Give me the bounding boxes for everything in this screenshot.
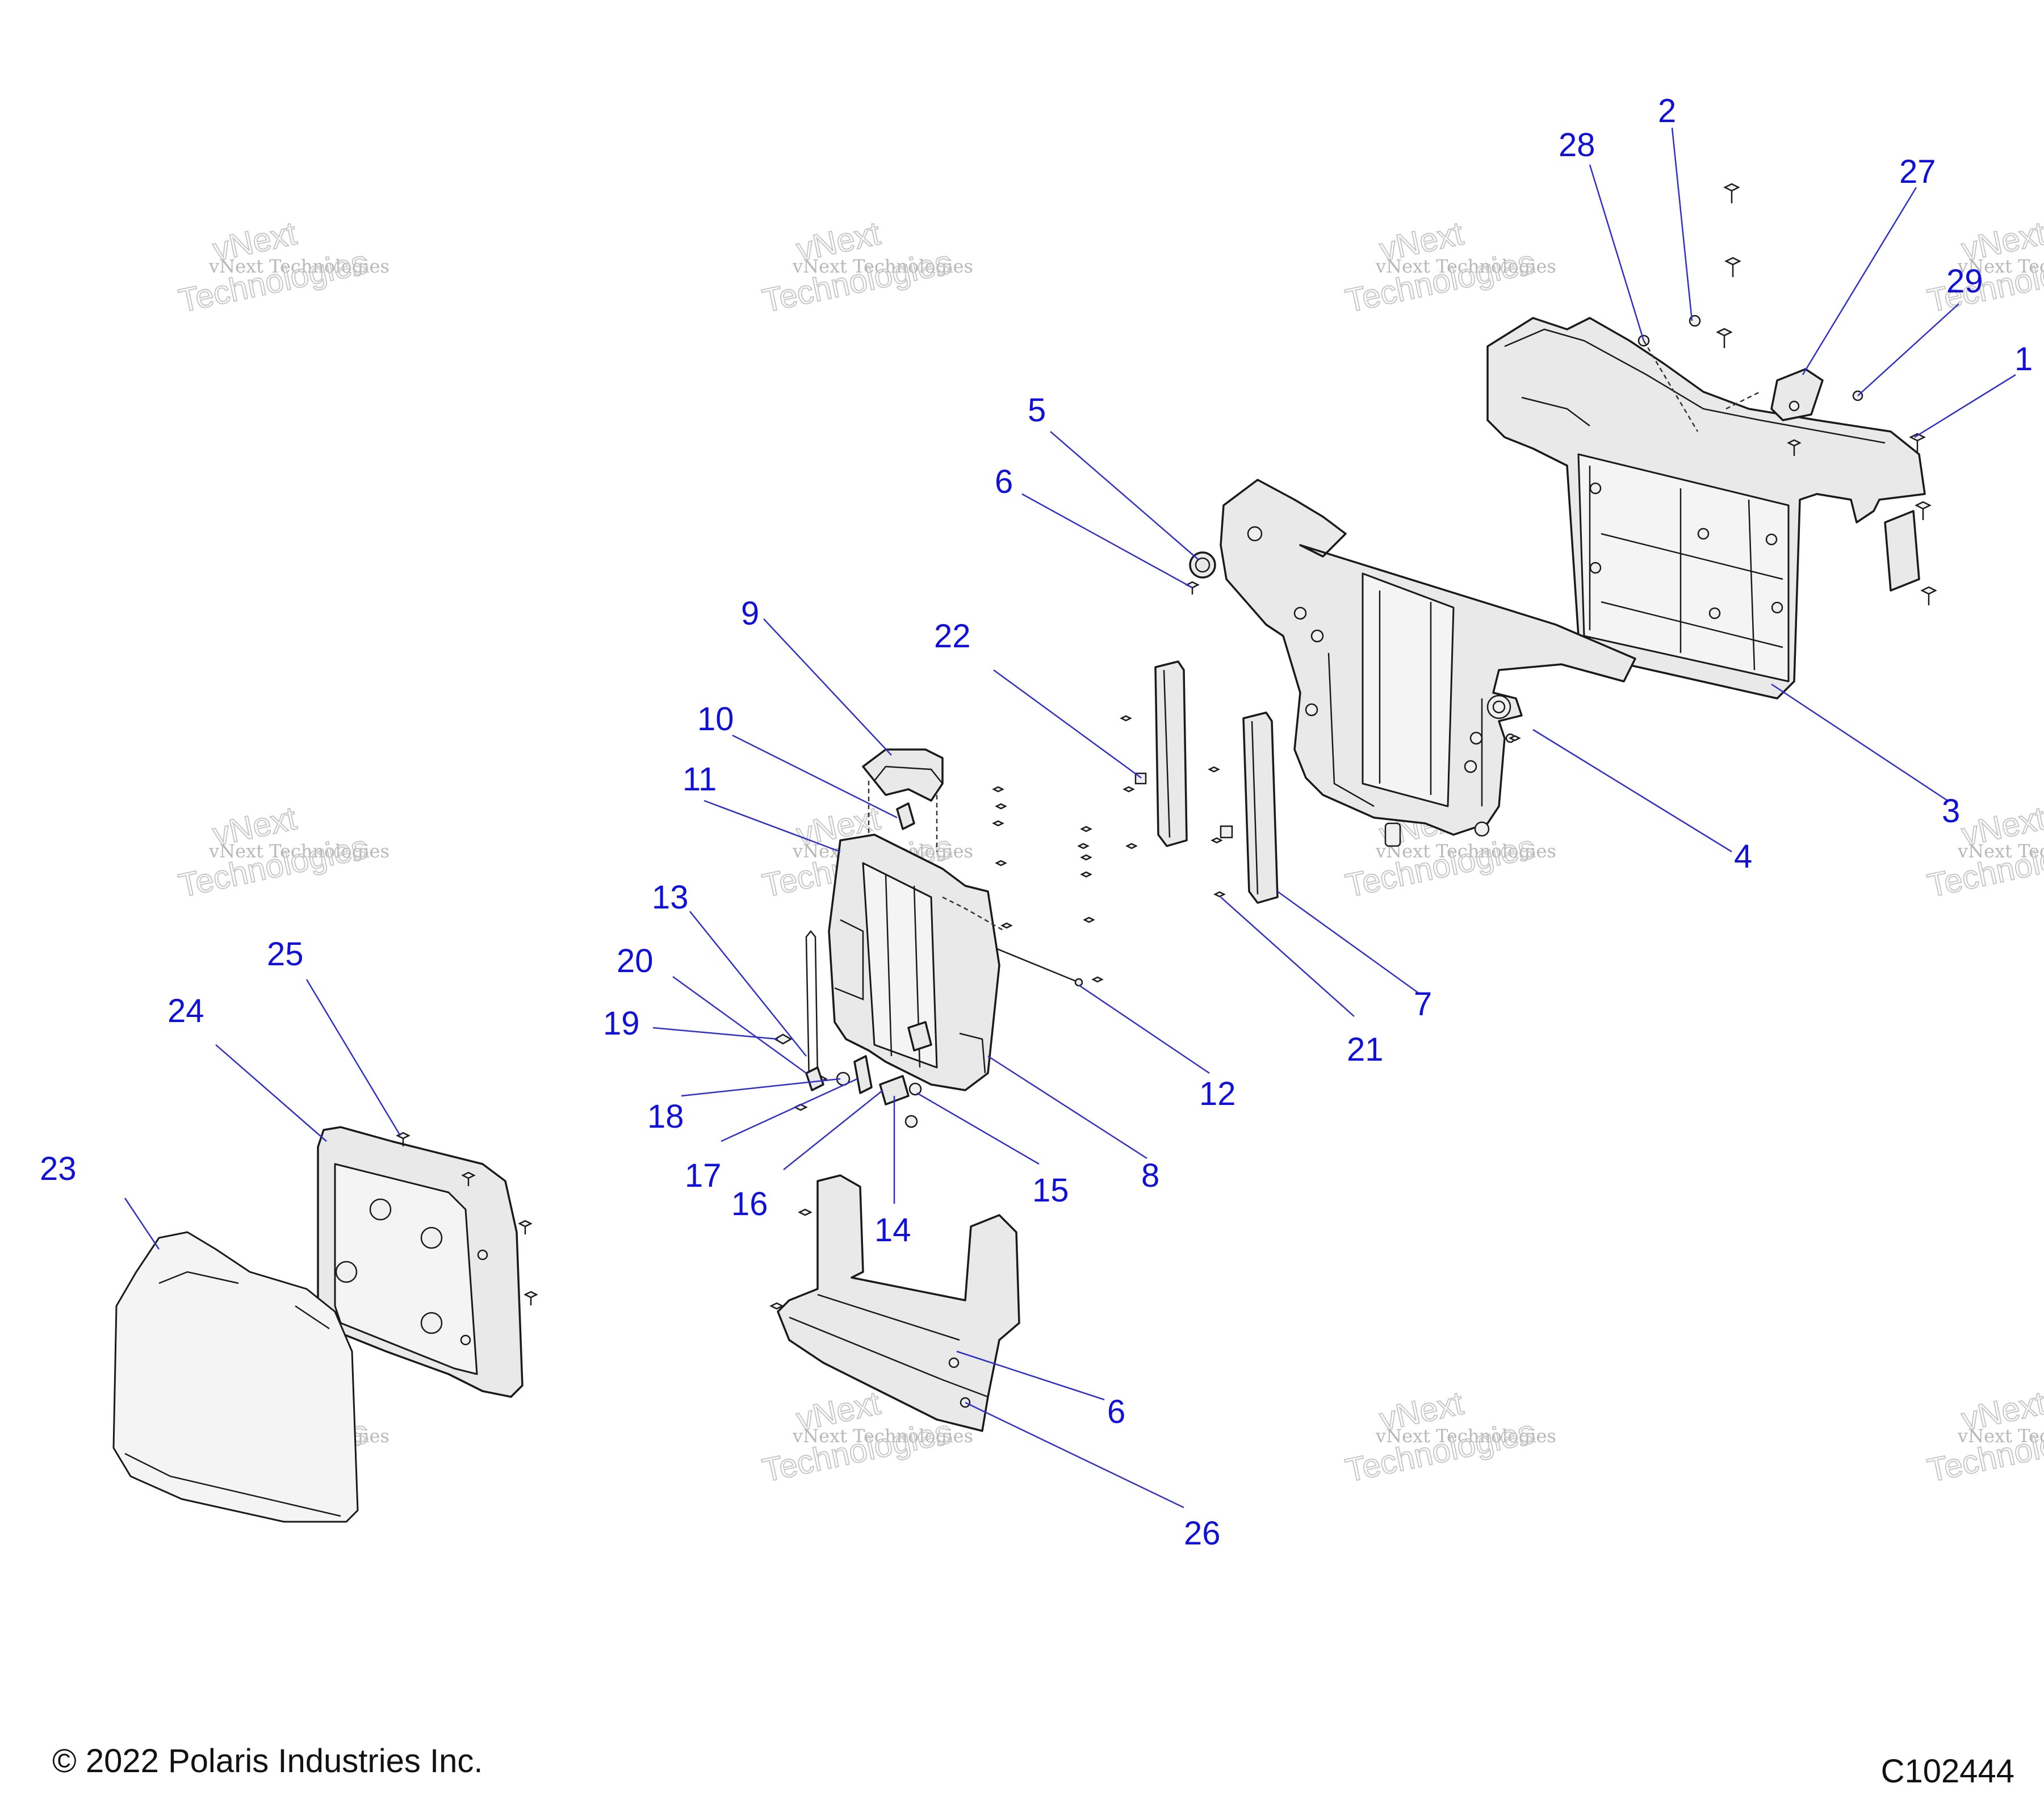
- leader-lines: [124, 127, 2016, 1509]
- svg-text:vNext Technologies: vNext Technologies: [208, 256, 389, 277]
- callout-21: 21: [1347, 1031, 1384, 1068]
- svg-text:vNext Technologies: vNext Technologies: [1957, 840, 2044, 862]
- callout-3: 3: [1942, 793, 1960, 830]
- lower-panel-26-part: [769, 1174, 1020, 1432]
- callout-20: 20: [617, 943, 654, 979]
- bump-stop-5-part: [1185, 551, 1216, 594]
- callout-12: 12: [1199, 1075, 1236, 1112]
- callout-23: 23: [40, 1150, 77, 1187]
- callout-4: 4: [1734, 838, 1752, 875]
- svg-text:vNext Technologies: vNext Technologies: [1957, 256, 2044, 277]
- svg-text:vNext Technologies: vNext Technologies: [1375, 840, 1556, 862]
- callout-8: 8: [1141, 1157, 1159, 1194]
- callouts: 1 2 3 4 5 6 7 8 9 10 11 12 13 14 15 16 1…: [40, 93, 2033, 1552]
- watermark: vNext vNext Technologies Technologies: [1342, 214, 1556, 320]
- fastener-screws-top: [1637, 183, 1937, 605]
- callout-13: 13: [652, 879, 689, 916]
- watermark: vNext vNext Technologies Technologies: [759, 214, 973, 320]
- callout-17: 17: [685, 1157, 722, 1194]
- diagram-code: C102444: [1880, 1753, 2014, 1790]
- channel-7-part: [1220, 711, 1279, 904]
- support-plate-part: [1220, 479, 1636, 847]
- callout-2: 2: [1658, 93, 1676, 129]
- callout-25: 25: [267, 936, 304, 973]
- callout-1: 1: [2014, 341, 2033, 378]
- fastener-screws-seat: [396, 1132, 538, 1305]
- callout-26: 26: [1184, 1515, 1221, 1552]
- channel-22-part: [1134, 660, 1188, 847]
- latch-cap-9-part: [862, 748, 944, 852]
- callout-6-lower: 6: [1107, 1393, 1125, 1430]
- callout-22: 22: [934, 618, 971, 655]
- fastener-screws-middle: [992, 715, 1521, 983]
- callout-16: 16: [731, 1186, 768, 1223]
- latch-hardware-part: [773, 930, 922, 1128]
- callout-24: 24: [167, 993, 204, 1029]
- watermark: vNext vNext Technologies Technologies: [175, 799, 389, 905]
- callout-9: 9: [741, 595, 759, 632]
- callout-29: 29: [1946, 263, 1983, 300]
- svg-text:vNext Technologies: vNext Technologies: [792, 1425, 973, 1447]
- watermark: vNext vNext Technologies Technologies: [175, 214, 389, 320]
- callout-7: 7: [1414, 986, 1432, 1023]
- svg-text:vNext Technologies: vNext Technologies: [792, 256, 973, 277]
- callout-27: 27: [1899, 153, 1936, 190]
- copyright-text: © 2022 Polaris Industries Inc.: [52, 1743, 483, 1780]
- seat-cover-23-part: [112, 1231, 359, 1523]
- bracket-27-part: [1770, 368, 1824, 421]
- callout-11: 11: [682, 761, 717, 798]
- watermark: vNext vNext Technologies Technologies: [1924, 1384, 2044, 1489]
- svg-text:vNext Technologies: vNext Technologies: [1375, 1425, 1556, 1447]
- svg-text:vNext Technologies: vNext Technologies: [1957, 1425, 2044, 1447]
- callout-28: 28: [1559, 127, 1595, 164]
- callout-15: 15: [1032, 1172, 1069, 1209]
- callout-6: 6: [995, 463, 1013, 500]
- seat-back-plate-part: [828, 834, 1006, 1091]
- callout-14: 14: [874, 1212, 911, 1249]
- callout-19: 19: [603, 1005, 640, 1042]
- svg-text:vNext Technologies: vNext Technologies: [1375, 256, 1556, 277]
- svg-text:vNext Technologies: vNext Technologies: [208, 840, 389, 862]
- seat-pad-24-part: [317, 1126, 523, 1398]
- callout-5: 5: [1028, 392, 1046, 429]
- callout-18: 18: [647, 1098, 684, 1135]
- watermark: vNext vNext Technologies Technologies: [1924, 214, 2044, 320]
- callout-10: 10: [697, 701, 734, 738]
- rear-tray-part: [1486, 317, 1926, 700]
- watermark: vNext vNext Technologies Technologies: [1342, 1384, 1556, 1489]
